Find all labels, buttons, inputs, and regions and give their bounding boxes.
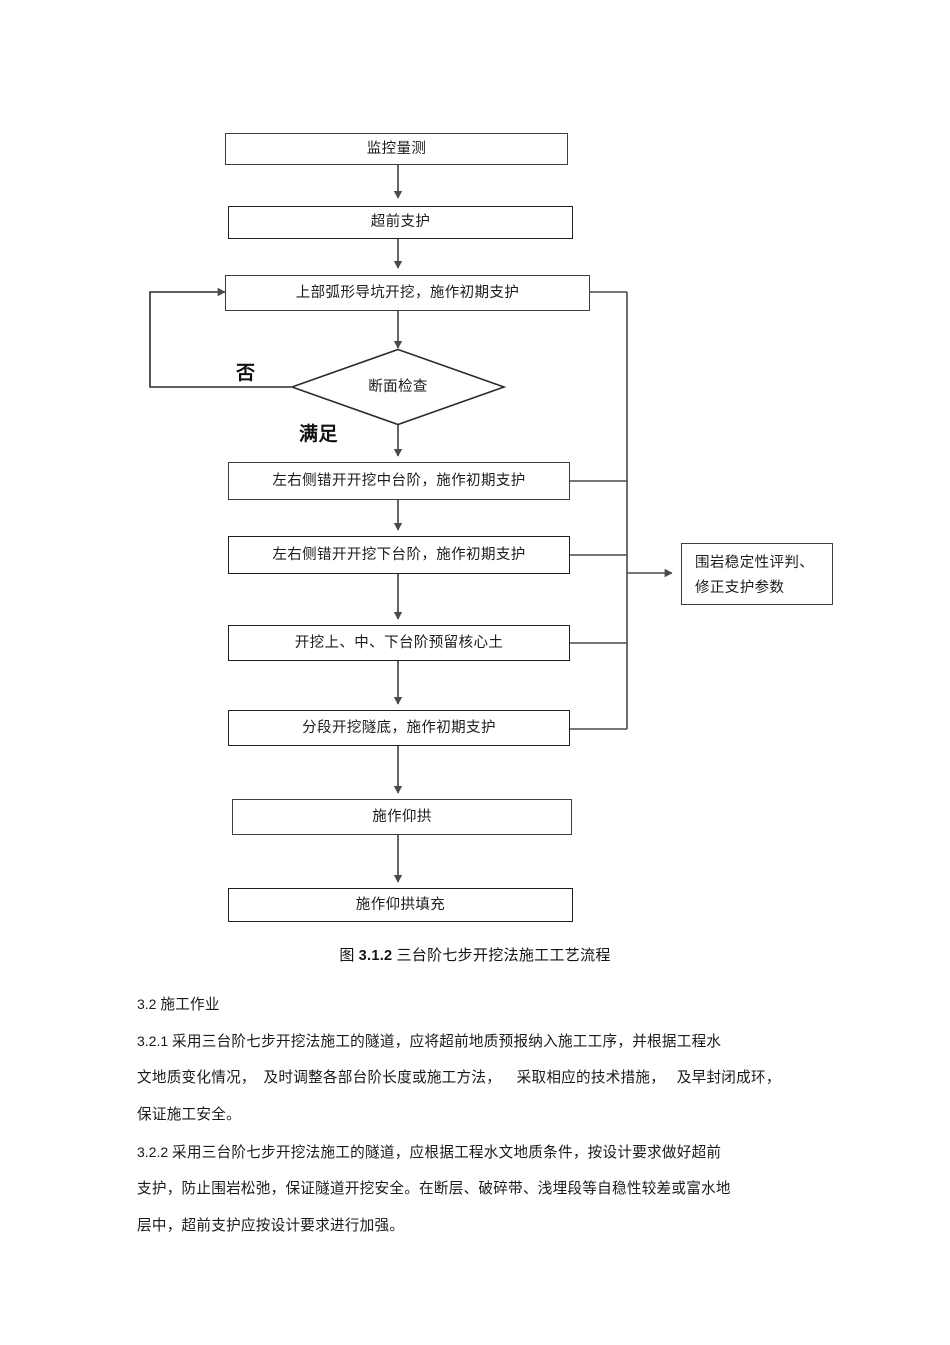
paragraph-line: 文地质变化情况， 及时调整各部台阶长度或施工方法， 采取相应的技术措施， 及早封… — [137, 1070, 781, 1086]
flow-node-label: 分段开挖隧底，施作初期支护 — [302, 719, 496, 736]
flowchart-figure: 监控量测 超前支护 上部弧形导坑开挖，施作初期支护 断面检查 否 满足 左右侧错… — [149, 133, 833, 922]
flow-node-monitor[interactable]: 监控量测 — [225, 133, 568, 165]
flow-node-label: 施作仰拱 — [372, 808, 432, 825]
section-heading-title: 施工作业 — [156, 997, 220, 1013]
caption-prefix: 图 — [339, 948, 359, 964]
flow-node-core-soil[interactable]: 开挖上、中、下台阶预留核心土 — [228, 625, 570, 661]
flow-node-label: 上部弧形导坑开挖，施作初期支护 — [295, 284, 520, 301]
paragraph-3-2-1: 3.2.1 采用三台阶七步开挖法施工的隧道，应将超前地质预报纳入施工工序，并根据… — [137, 1023, 852, 1134]
flow-node-label: 超前支护 — [370, 214, 431, 231]
flow-node-lower-bench[interactable]: 左右侧错开开挖下台阶，施作初期支护 — [228, 536, 570, 574]
diamond-shape — [289, 348, 507, 426]
branch-label-no-text: 否 — [236, 363, 256, 384]
flow-node-upper-arch-excavation[interactable]: 上部弧形导坑开挖，施作初期支护 — [225, 275, 590, 311]
paragraph-number: 3.2.2 — [137, 1144, 169, 1160]
section-heading: 3.2 施工作业 — [137, 986, 852, 1023]
paragraph-line: 采用三台阶七步开挖法施工的隧道，应根据工程水文地质条件，按设计要求做好超前 — [168, 1145, 722, 1161]
flow-decision-section-check[interactable]: 断面检查 — [289, 348, 507, 426]
rock-evaluation-line1: 围岩稳定性评判、 — [695, 555, 815, 571]
paragraph-3-2-2: 3.2.2 采用三台阶七步开挖法施工的隧道，应根据工程水文地质条件，按设计要求做… — [137, 1134, 852, 1245]
paragraph-line: 采用三台阶七步开挖法施工的隧道，应将超前地质预报纳入施工工序，并根据工程水 — [168, 1034, 722, 1050]
rock-evaluation-line2: 修正支护参数 — [695, 580, 785, 597]
branch-label-no: 否 — [236, 358, 256, 385]
flow-node-label: 开挖上、中、下台阶预留核心土 — [294, 634, 504, 651]
flow-node-middle-bench[interactable]: 左右侧错开开挖中台阶，施作初期支护 — [228, 462, 570, 500]
branch-label-yes-text: 满足 — [299, 424, 339, 445]
body-text: 3.2 施工作业 3.2.1 采用三台阶七步开挖法施工的隧道，应将超前地质预报纳… — [137, 986, 852, 1245]
paragraph-line: 支护，防止围岩松弛，保证隧道开挖安全。在断层、破碎带、浅埋段等自稳性较差或富水地 — [137, 1181, 731, 1197]
figure-caption: 图 3.1.2 三台阶七步开挖法施工工艺流程 — [0, 944, 950, 965]
flow-node-invert-fill[interactable]: 施作仰拱填充 — [228, 888, 573, 922]
flow-node-tunnel-floor[interactable]: 分段开挖隧底，施作初期支护 — [228, 710, 570, 746]
paragraph-line: 保证施工安全。 — [137, 1107, 241, 1123]
flow-decision-label: 断面检查 — [368, 379, 428, 395]
flow-node-rock-evaluation[interactable]: 围岩稳定性评判、 修正支护参数 — [681, 543, 833, 605]
flow-node-label: 施作仰拱填充 — [355, 896, 446, 913]
caption-text: 三台阶七步开挖法施工工艺流程 — [392, 948, 611, 964]
section-heading-number: 3.2 — [137, 996, 157, 1012]
flow-node-label: 监控量测 — [366, 140, 427, 157]
flow-node-label: 左右侧错开开挖中台阶，施作初期支护 — [272, 472, 526, 489]
paragraph-line: 层中，超前支护应按设计要求进行加强。 — [137, 1218, 405, 1234]
flow-node-advance-support[interactable]: 超前支护 — [228, 206, 573, 239]
branch-label-yes: 满足 — [299, 419, 338, 446]
caption-number: 3.1.2 — [358, 948, 393, 964]
paragraph-number: 3.2.1 — [137, 1033, 169, 1049]
flow-node-invert[interactable]: 施作仰拱 — [232, 799, 572, 835]
flow-node-label: 左右侧错开开挖下台阶，施作初期支护 — [272, 546, 526, 563]
